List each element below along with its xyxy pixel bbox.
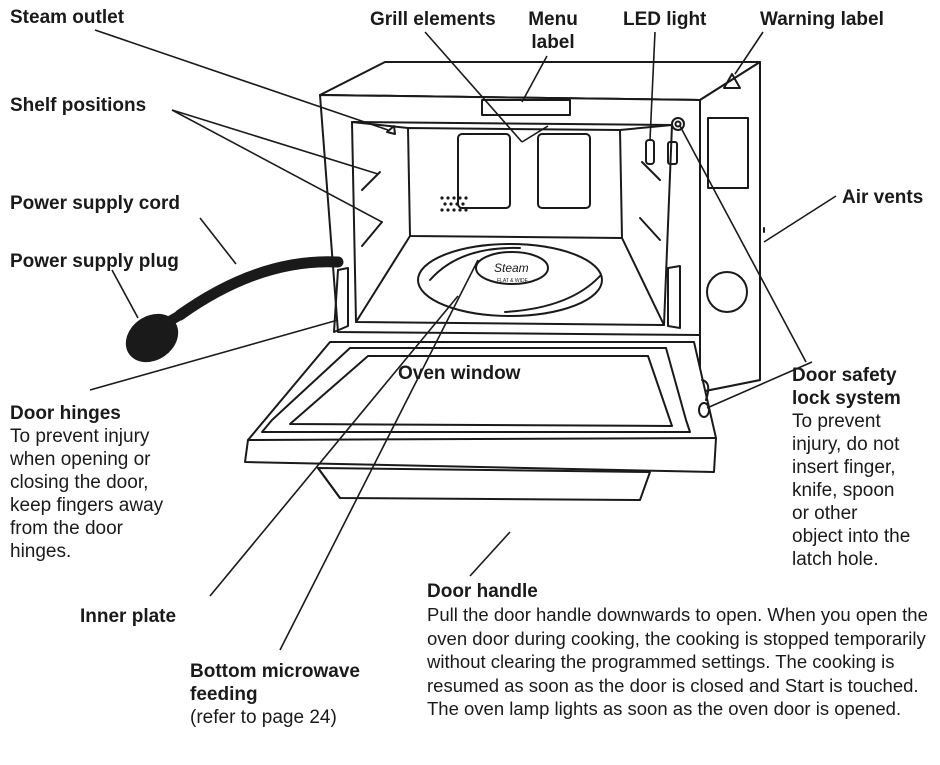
hinge-right xyxy=(667,265,681,329)
leader-inner-plate xyxy=(209,295,459,597)
steam-outlet xyxy=(386,125,396,135)
leader-led xyxy=(649,31,656,141)
leader-bottom-feeding xyxy=(279,259,479,651)
shelf-rail-right-lower xyxy=(639,217,661,241)
menu-label-strip xyxy=(481,99,571,116)
label-air-vents: Air vents xyxy=(842,187,924,208)
power-plug xyxy=(125,313,179,363)
label-power-cord: Power supply cord xyxy=(10,193,180,214)
bottom-feeding-title: Bottom microwave feeding xyxy=(190,661,360,705)
hinge-left xyxy=(333,267,349,333)
warning-triangle xyxy=(723,73,741,89)
plate-logo-sub: FLAT & WIDE xyxy=(497,278,529,284)
grill-element-right xyxy=(537,133,591,209)
label-warning: Warning label xyxy=(760,9,884,30)
label-inner-plate: Inner plate xyxy=(80,606,177,627)
grill-element-left xyxy=(457,133,511,209)
label-led-light: LED light xyxy=(623,9,707,30)
oven-window xyxy=(261,347,691,433)
callout-door-safety-lock: Door safety lock system To prevent injur… xyxy=(792,364,932,571)
leader-menu xyxy=(521,55,548,103)
display-window xyxy=(707,117,749,189)
leader-door-handle xyxy=(469,531,511,577)
door-latch xyxy=(671,117,685,131)
inner-plate xyxy=(417,243,603,317)
leader-door-lock-1 xyxy=(679,125,807,363)
door-handle xyxy=(317,467,651,501)
door-handle-text: Pull the door handle downwards to open. … xyxy=(427,604,928,719)
control-dial xyxy=(706,271,748,313)
power-cord xyxy=(174,256,344,321)
door-handle-title: Door handle xyxy=(427,581,538,602)
door-hinges-title: Door hinges xyxy=(10,403,121,424)
leader-door-hinges xyxy=(89,319,339,391)
callout-door-hinges: Door hinges To prevent injury when openi… xyxy=(10,402,180,563)
leader-shelf-2 xyxy=(171,109,383,223)
leader-menu-2 xyxy=(521,125,549,143)
callout-bottom-feeding: Bottom microwave feeding (refer to page … xyxy=(190,660,390,729)
bottom-feeding-text: (refer to page 24) xyxy=(190,707,337,728)
door-safety-lock-title: Door safety lock system xyxy=(792,365,901,409)
leader-grill xyxy=(424,31,523,143)
vent-dots xyxy=(440,196,468,212)
leader-air-vents xyxy=(763,195,837,243)
leader-shelf-1 xyxy=(171,109,379,175)
shelf-rail-left-lower xyxy=(361,221,383,247)
label-shelf-positions: Shelf positions xyxy=(10,95,147,116)
plate-logo-brand: Steam xyxy=(494,261,529,275)
shelf-rail-left-upper xyxy=(361,171,381,191)
leader-power-cord xyxy=(199,217,237,265)
shelf-rail-right-upper xyxy=(641,161,661,181)
door-hinges-text: To prevent injury when opening or closin… xyxy=(10,426,164,562)
label-oven-window: Oven window xyxy=(398,363,521,384)
leader-door-lock-2 xyxy=(706,361,813,409)
callout-door-handle: Door handle Pull the door handle downwar… xyxy=(427,580,937,721)
oven-cavity xyxy=(351,121,673,326)
leader-steam-outlet xyxy=(94,29,389,131)
label-steam-outlet: Steam outlet xyxy=(10,7,125,28)
door-safety-lock-text: To prevent injury, do not insert finger,… xyxy=(792,411,911,570)
leader-plug xyxy=(111,269,139,319)
label-menu: Menu label xyxy=(528,9,578,53)
leader-warning xyxy=(734,31,764,75)
control-panel xyxy=(699,61,761,393)
label-grill-elements: Grill elements xyxy=(370,9,496,30)
label-power-plug: Power supply plug xyxy=(10,251,179,272)
